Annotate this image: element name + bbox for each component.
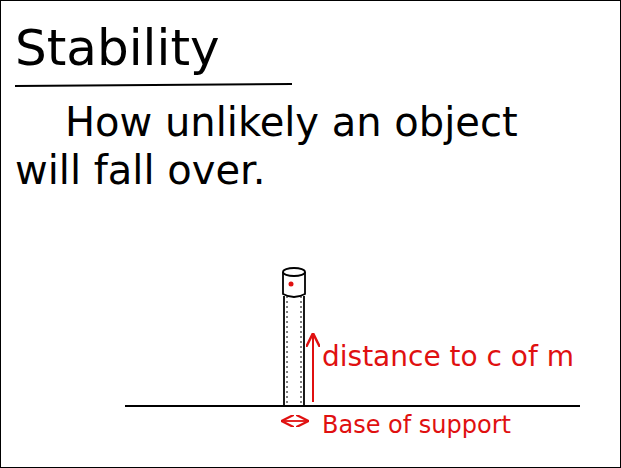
center-of-mass-dot [289,282,294,287]
base-label: Base of support [322,411,582,440]
height-label: distance to c of m [322,340,612,374]
base-width-arrow [284,420,306,422]
definition-text: How unlikely an object will fall over. [15,98,580,194]
height-arrow [312,336,314,402]
column-object [283,268,305,406]
title-underline [15,84,292,86]
ground-line [125,405,580,407]
slide-title: Stability [15,18,220,78]
